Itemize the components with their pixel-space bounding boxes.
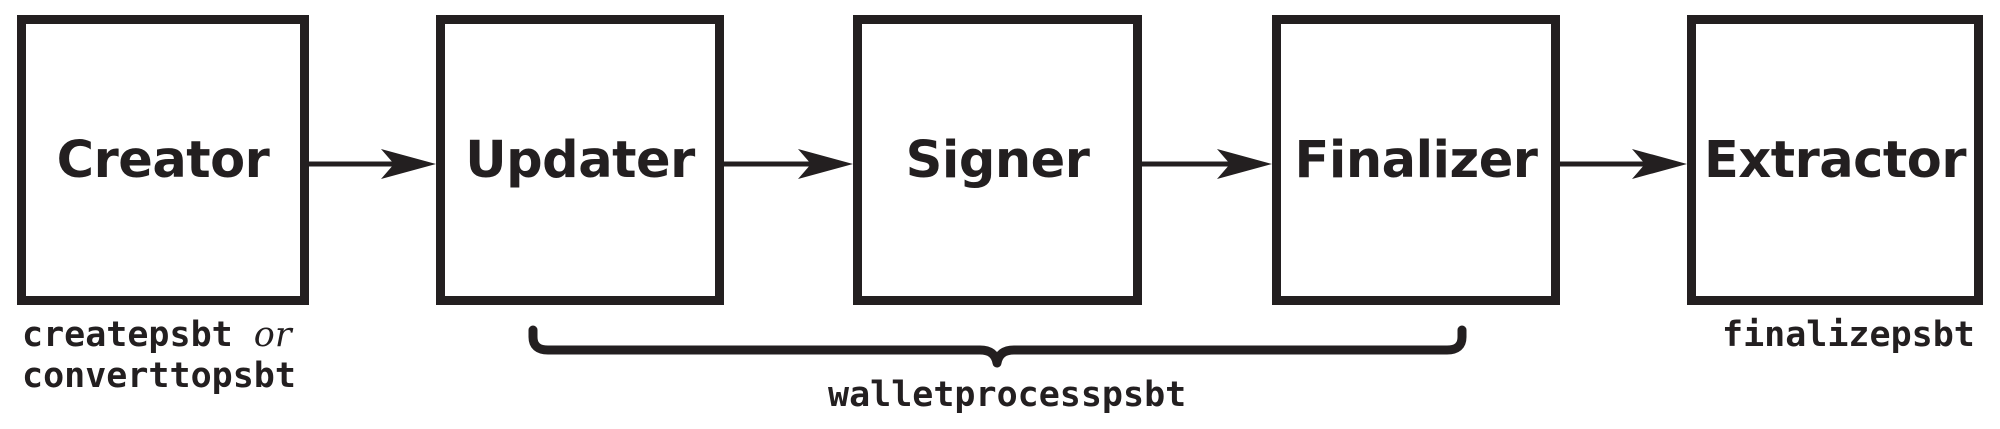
caption-creator-line-2: converttopsbt [22, 356, 296, 397]
stage-label-creator: Creator [56, 130, 270, 190]
stage-box-creator: Creator [17, 15, 309, 305]
stage-box-signer: Signer [853, 15, 1142, 305]
stage-label-finalizer: Finalizer [1294, 130, 1538, 190]
stage-box-updater: Updater [436, 15, 724, 305]
group-brace [528, 325, 1467, 368]
caption-creator-conjunction: or [253, 315, 292, 355]
caption-brace-group: walletprocesspsbt [828, 375, 1186, 416]
arrow-signer-to-finalizer [1142, 149, 1272, 179]
caption-extractor-command: finalizepsbt [1722, 315, 1975, 355]
caption-extractor: finalizepsbt [1722, 315, 1975, 356]
stage-label-updater: Updater [465, 130, 695, 190]
caption-brace-group-command: walletprocesspsbt [828, 375, 1187, 415]
stage-label-extractor: Extractor [1704, 130, 1966, 190]
stage-box-extractor: Extractor [1687, 15, 1983, 305]
caption-creator-command-1: createpsbt [22, 315, 233, 355]
stage-box-finalizer: Finalizer [1272, 15, 1560, 305]
arrow-creator-to-updater [309, 149, 436, 179]
arrow-finalizer-to-extractor [1560, 149, 1687, 179]
caption-creator: createpsbt or converttopsbt [22, 315, 296, 398]
arrow-updater-to-signer [724, 149, 853, 179]
stage-label-signer: Signer [905, 130, 1090, 190]
caption-creator-line-1: createpsbt or [22, 315, 296, 356]
